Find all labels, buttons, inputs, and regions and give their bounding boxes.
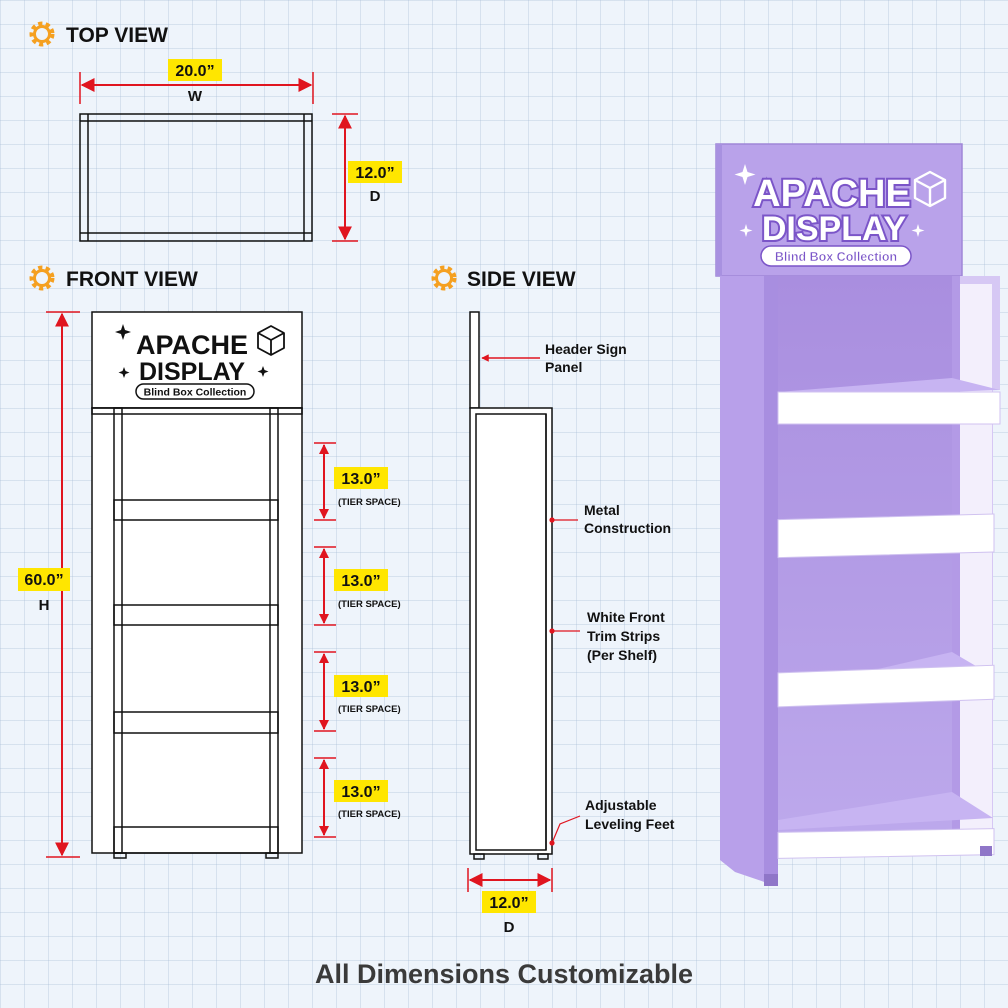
- callout-header-sign-1: Header Sign: [545, 341, 627, 357]
- front-height-value: 60.0”: [24, 572, 63, 589]
- sparkle-icon: [118, 367, 130, 378]
- top-width-value: 20.0”: [175, 63, 214, 80]
- front-header-line1: APACHE: [136, 330, 248, 360]
- product-render: APACHE DISPLAY Blind Box Collection: [715, 143, 1001, 886]
- front-height-badge: [18, 568, 70, 591]
- callout-header-sign-2: Panel: [545, 359, 582, 375]
- sparkle-icon: [115, 324, 131, 340]
- sparkle-icon: [734, 164, 756, 185]
- tier-dimension: 13.0” (TIER SPACE): [314, 757, 401, 838]
- callout-metal-1: Metal: [584, 502, 620, 518]
- gear-icon: [29, 265, 55, 291]
- product-trim-strip: [777, 391, 1001, 425]
- product-foot: [980, 846, 992, 856]
- gear-icon: [431, 265, 457, 291]
- product-tagline: Blind Box Collection: [775, 250, 897, 264]
- side-depth-letter: D: [504, 919, 515, 936]
- tier-value: 13.0”: [341, 471, 380, 488]
- cube-icon: [257, 325, 285, 356]
- tier-dimension: 13.0” (TIER SPACE): [314, 651, 401, 732]
- cube-icon: [913, 170, 947, 208]
- front-header-tagline: Blind Box Collection: [144, 387, 247, 399]
- tier-value: 13.0”: [341, 573, 380, 590]
- callout-trim-1: White Front: [587, 609, 665, 625]
- feet-leader: [551, 815, 581, 844]
- top-width-letter: W: [188, 88, 203, 105]
- top-depth-badge: [348, 161, 402, 183]
- tier-dimension: 13.0” (TIER SPACE): [314, 442, 401, 521]
- product-trim-strip: [777, 513, 995, 559]
- front-header-tagline-pill: [135, 383, 255, 400]
- tier-dimensions: 13.0” (TIER SPACE) 13.0” (TIER SPACE) 13…: [314, 442, 401, 838]
- side-depth-value: 12.0”: [489, 895, 528, 912]
- sparkle-icon: [911, 224, 925, 237]
- front-outline: [91, 311, 303, 859]
- callout-feet-1: Adjustable: [585, 797, 657, 813]
- tier-note: (TIER SPACE): [338, 704, 401, 715]
- product-shelf-top: [778, 792, 993, 830]
- side-outline: [469, 311, 553, 860]
- top-view-title: TOP VIEW: [66, 24, 168, 47]
- top-outline: [79, 113, 313, 242]
- tier-dimension: 13.0” (TIER SPACE): [314, 546, 401, 626]
- product-trim-strip: [777, 664, 995, 708]
- tier-value: 13.0”: [341, 679, 380, 696]
- product-left-side: [720, 276, 776, 886]
- callout-trim-2: Trim Strips: [587, 628, 660, 644]
- sparkle-icon: [739, 224, 753, 237]
- side-view-title: SIDE VIEW: [467, 268, 576, 291]
- front-view: FRONT VIEW 60.0” H APACHE DISPLAY Blind …: [18, 265, 401, 859]
- product-trim-strip: [777, 828, 995, 859]
- top-width-badge: [168, 59, 222, 81]
- top-depth-letter: D: [370, 188, 381, 205]
- side-view: SIDE VIEW Header Sign Panel Metal Constr…: [431, 265, 675, 936]
- product-foot: [764, 874, 778, 886]
- side-depth-badge: [482, 891, 536, 913]
- front-header-line2: DISPLAY: [139, 358, 245, 386]
- product-header-line2: DISPLAY: [762, 210, 907, 248]
- front-height-letter: H: [39, 597, 50, 614]
- footer-caption: All Dimensions Customizable: [315, 959, 693, 989]
- product-header-line1: APACHE: [753, 173, 911, 215]
- tier-value: 13.0”: [341, 784, 380, 801]
- tier-note: (TIER SPACE): [338, 497, 401, 508]
- product-interior: [778, 276, 952, 848]
- callout-trim-3: (Per Shelf): [587, 647, 657, 663]
- callout-feet-2: Leveling Feet: [585, 816, 675, 832]
- product-front-frame: [764, 276, 778, 886]
- top-view: TOP VIEW 20.0” W 12.0” D: [29, 21, 402, 242]
- tier-note: (TIER SPACE): [338, 599, 401, 610]
- tier-note: (TIER SPACE): [338, 809, 401, 820]
- sparkle-icon: [257, 366, 269, 377]
- front-view-title: FRONT VIEW: [66, 268, 198, 291]
- callout-metal-2: Construction: [584, 520, 671, 536]
- product-tagline-pill: [760, 245, 912, 267]
- gear-icon: [29, 21, 55, 47]
- top-depth-value: 12.0”: [355, 165, 394, 182]
